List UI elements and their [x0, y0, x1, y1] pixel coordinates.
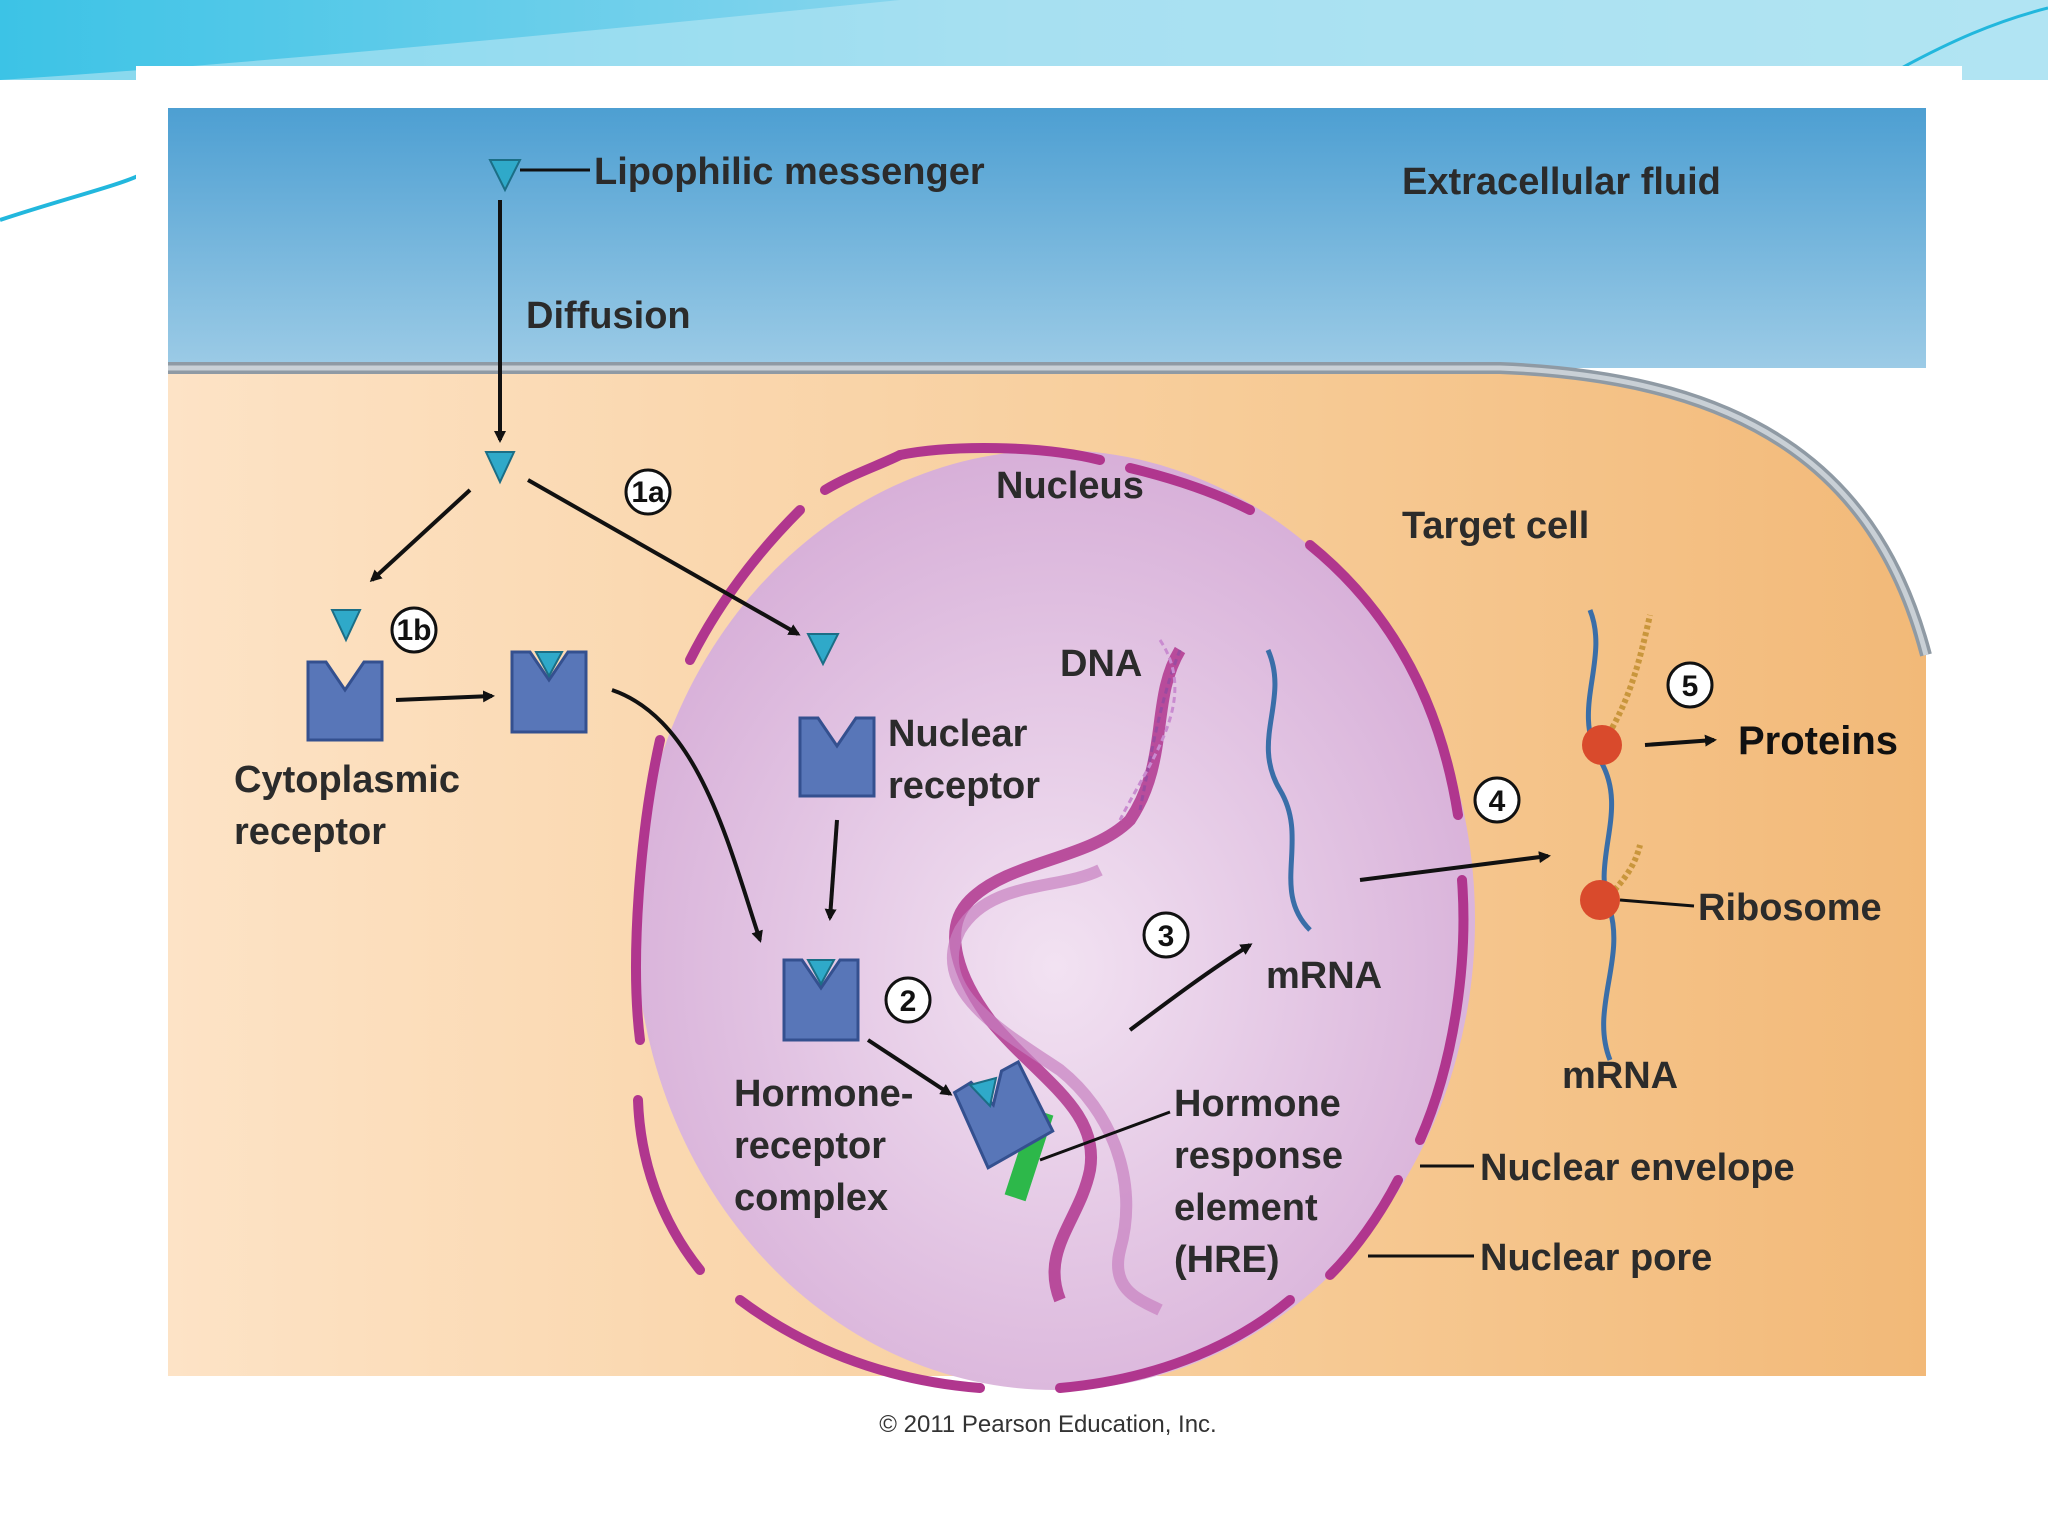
label-mrna-nucleus: mRNA	[1266, 955, 1382, 997]
step-4: 4	[1473, 776, 1521, 824]
ribosome-bottom	[1580, 880, 1620, 920]
arrows	[369, 200, 1717, 1096]
cytoplasmic-receptor-empty	[306, 660, 384, 742]
nucleus	[631, 443, 1475, 1393]
label-ribosome: Ribosome	[1698, 887, 1882, 929]
mrna-nucleus-strand	[1265, 648, 1312, 932]
hormone-nucleus	[806, 633, 840, 667]
step-5: 5	[1666, 661, 1714, 709]
copyright-text: © 2011 Pearson Education, Inc.	[879, 1411, 1216, 1438]
label-complex-2: receptor	[734, 1125, 886, 1167]
label-hre-2: response	[1174, 1135, 1343, 1177]
protein-chain	[1602, 614, 1653, 742]
svg-text:3: 3	[1158, 920, 1175, 953]
step-3: 3	[1142, 911, 1190, 959]
extracellular-region	[168, 108, 1926, 368]
label-hre-1: Hormone	[1174, 1083, 1341, 1125]
receptors	[306, 650, 1055, 1170]
svg-text:5: 5	[1682, 670, 1699, 703]
ribosome-top	[1582, 725, 1622, 765]
label-extracellular-fluid: Extracellular fluid	[1402, 161, 1721, 203]
cytoplasmic-receptor-bound	[510, 650, 588, 734]
nuclear-envelope	[631, 443, 1469, 1393]
label-complex-3: complex	[734, 1177, 888, 1219]
label-cytoplasmic-receptor: receptor	[234, 811, 386, 853]
svg-text:1b: 1b	[396, 614, 431, 647]
svg-text:1a: 1a	[631, 476, 665, 509]
label-hre-4: (HRE)	[1174, 1239, 1280, 1281]
step-2: 2	[884, 976, 932, 1024]
hormone-triangles	[330, 159, 840, 667]
hormone-cytoplasm	[484, 451, 516, 485]
label-cytoplasmic: Cytoplasmic	[234, 759, 460, 801]
label-nucleus: Nucleus	[996, 465, 1144, 507]
label-target-cell: Target cell	[1402, 505, 1589, 547]
label-proteins: Proteins	[1738, 719, 1898, 763]
label-hre-3: element	[1174, 1187, 1318, 1229]
nuclear-receptor	[798, 716, 876, 798]
step-1b: 1b	[390, 606, 438, 654]
label-diffusion: Diffusion	[526, 295, 691, 337]
label-nuclear: Nuclear	[888, 713, 1028, 755]
hormone-top	[488, 159, 522, 193]
label-lipophilic-messenger: Lipophilic messenger	[594, 151, 985, 193]
label-mrna-cytoplasm: mRNA	[1562, 1055, 1678, 1097]
step-markers: 1a 1b 2 3 4 5	[390, 468, 1714, 1024]
label-nuclear-receptor: receptor	[888, 765, 1040, 807]
leader-lines	[520, 168, 1695, 1258]
svg-text:4: 4	[1489, 785, 1506, 818]
complex-receptor	[782, 958, 860, 1042]
step-1a: 1a	[624, 468, 672, 516]
dna-strand	[947, 639, 1186, 1316]
label-nuclear-pore: Nuclear pore	[1480, 1237, 1712, 1279]
mrna-cytoplasm-strand	[1585, 609, 1617, 1061]
label-nuclear-envelope: Nuclear envelope	[1480, 1147, 1795, 1189]
svg-text:2: 2	[900, 985, 917, 1018]
label-dna: DNA	[1060, 643, 1142, 685]
label-complex-1: Hormone-	[734, 1073, 913, 1115]
hormone-near-1b	[330, 609, 362, 643]
